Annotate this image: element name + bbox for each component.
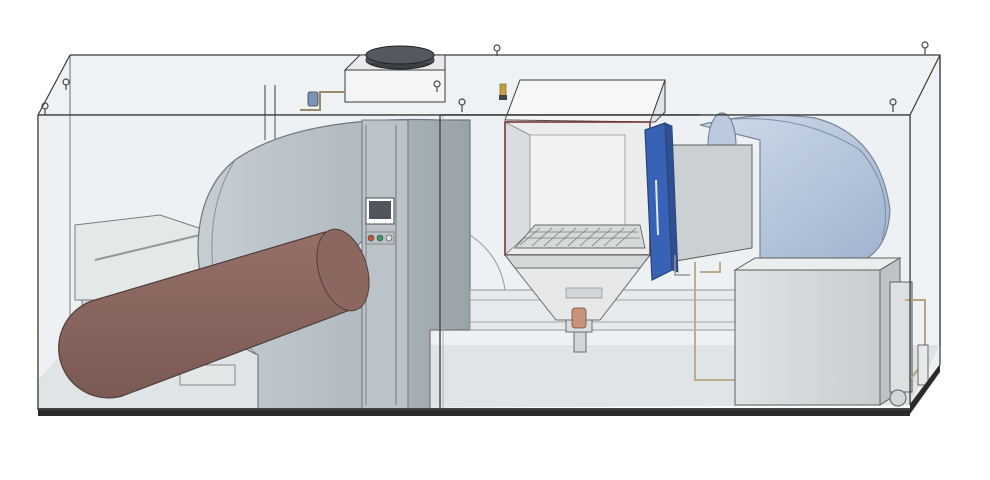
lifting-eye-icon xyxy=(41,41,929,115)
wire-rack xyxy=(514,224,646,249)
start-indicator-icon xyxy=(376,234,384,242)
test-chamber xyxy=(503,79,666,269)
stop-indicator-icon xyxy=(367,234,375,242)
control-panel xyxy=(365,197,395,245)
roof-chiller xyxy=(264,45,446,140)
reset-indicator-icon xyxy=(385,234,393,242)
beacon-icon xyxy=(499,83,507,100)
ventilation-duct xyxy=(58,228,370,399)
chamber-door xyxy=(644,122,679,281)
hopper xyxy=(513,267,642,353)
enclosure-frame xyxy=(37,54,941,416)
side-tank xyxy=(889,281,929,407)
